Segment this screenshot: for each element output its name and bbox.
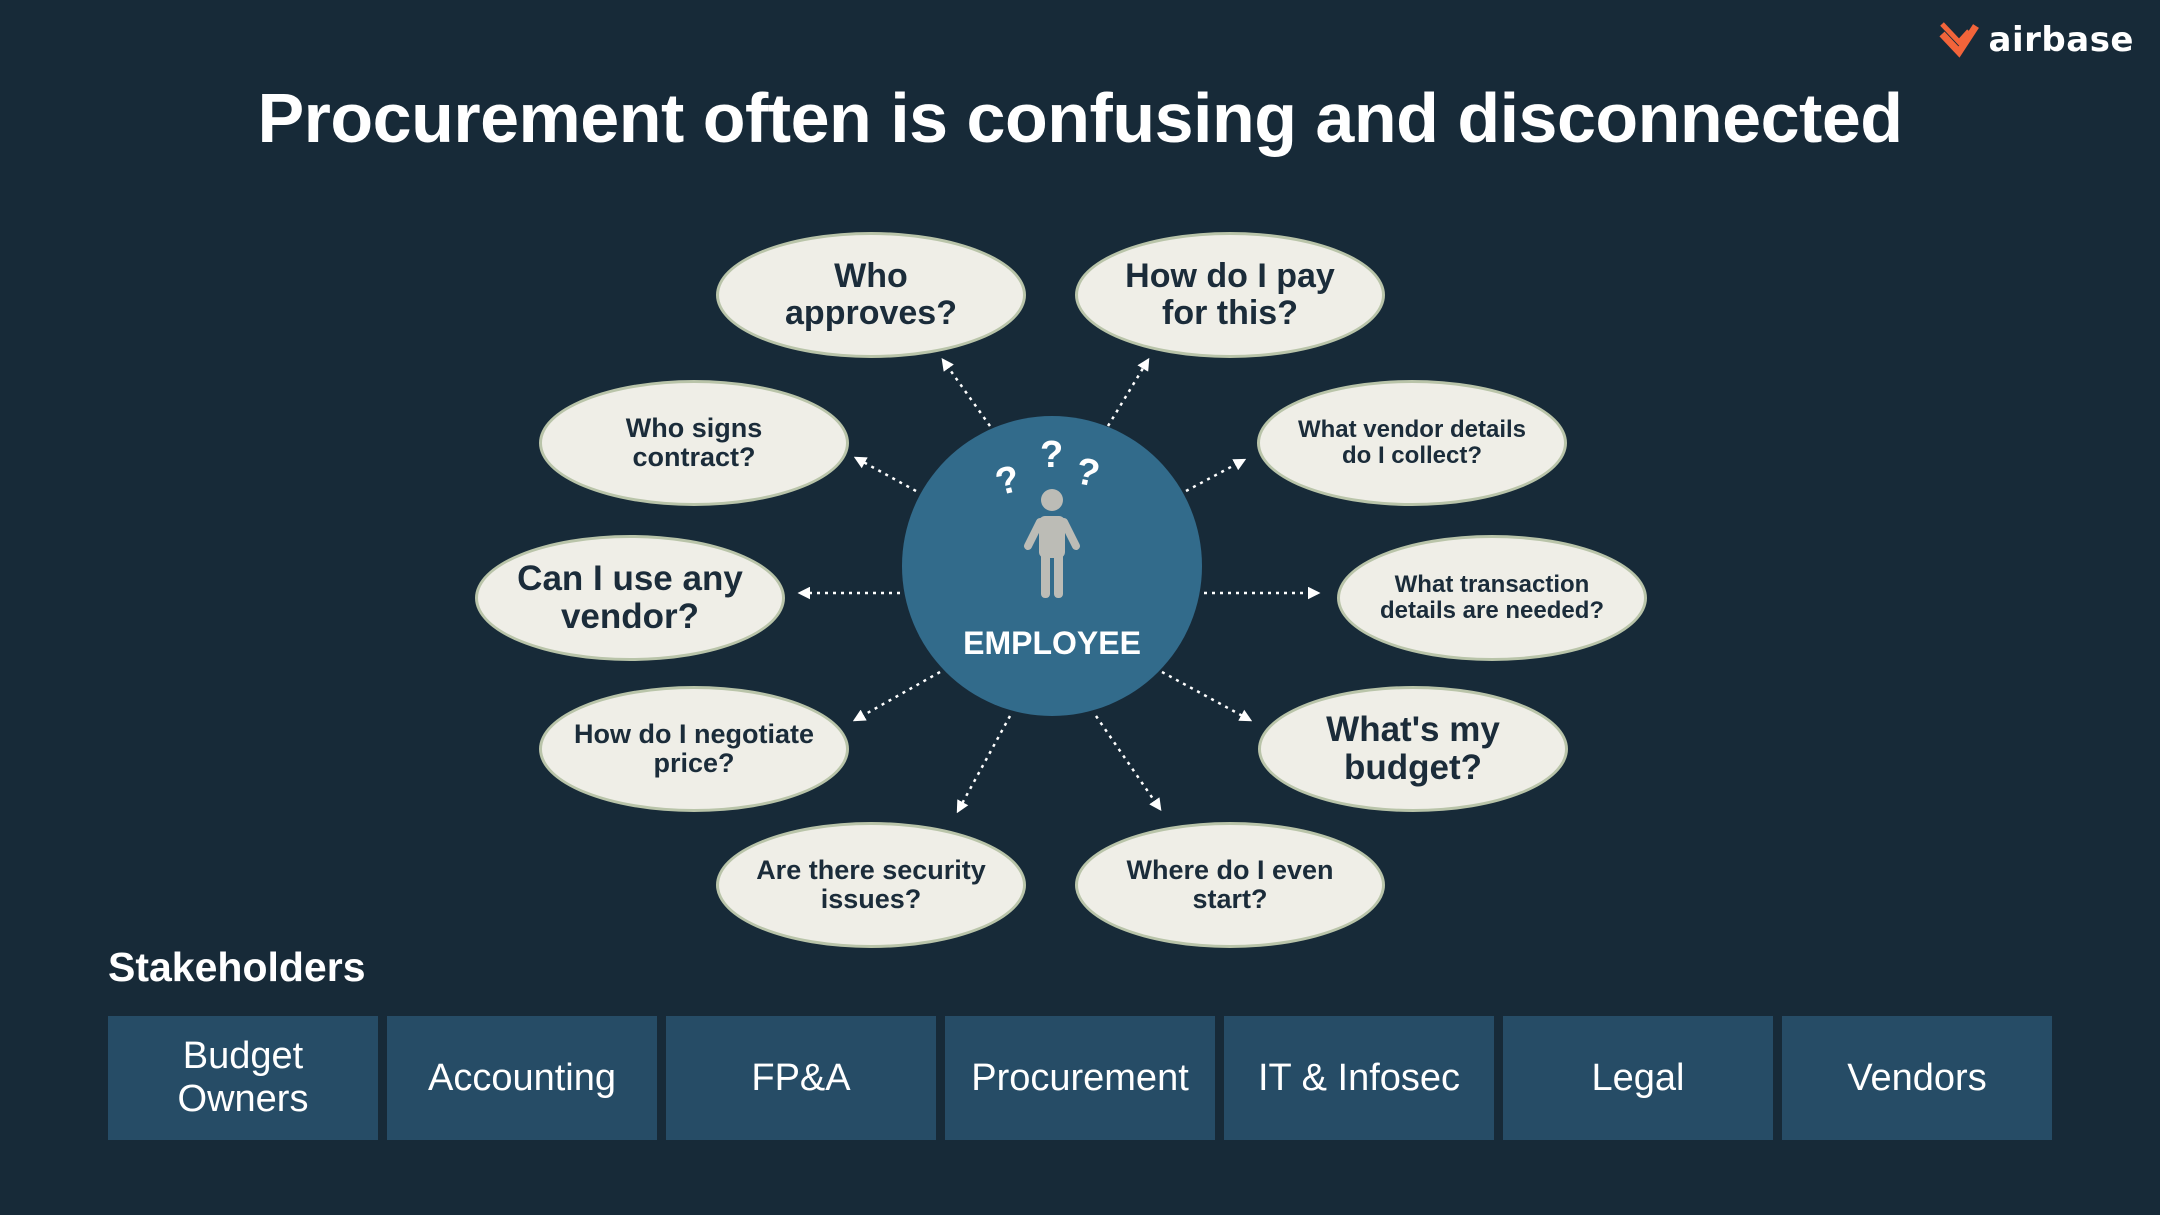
stakeholder-budget-owners: Budget Owners	[108, 1016, 378, 1140]
arrow-my-budget	[1161, 670, 1253, 722]
question-bubble-who-signs-contract: Who signs contract?	[539, 380, 849, 506]
stakeholder-vendors: Vendors	[1782, 1016, 2052, 1140]
arrow-how-do-i-pay	[1106, 357, 1150, 427]
stakeholder-procurement: Procurement	[945, 1016, 1215, 1140]
question-bubble-vendor-details: What vendor details do I collect?	[1257, 380, 1567, 506]
confused-person-icon	[1024, 489, 1080, 598]
arrow-security-issues	[956, 715, 1012, 814]
stakeholder-accounting: Accounting	[387, 1016, 657, 1140]
question-bubble-security-issues: Are there security issues?	[716, 822, 1026, 948]
stakeholder-it-infosec: IT & Infosec	[1224, 1016, 1494, 1140]
question-bubble-who-approves: Who approves?	[716, 232, 1026, 358]
stakeholders-heading: Stakeholders	[108, 944, 366, 990]
question-mark-left: ?	[991, 457, 1024, 505]
question-bubble-negotiate-price: How do I negotiate price?	[539, 686, 849, 812]
question-bubble-where-to-start: Where do I even start?	[1075, 822, 1385, 948]
airbase-logo-text: airbase	[1988, 20, 2134, 60]
airbase-logo-icon	[1939, 22, 1979, 58]
question-bubble-can-i-use-any-vendor: Can I use any vendor?	[475, 535, 785, 661]
arrow-where-to-start	[1094, 715, 1162, 812]
stakeholder-legal: Legal	[1503, 1016, 1773, 1140]
question-bubble-how-do-i-pay: How do I pay for this?	[1075, 232, 1385, 358]
stakeholders-row: Budget Owners Accounting FP&A Procuremen…	[108, 1016, 2052, 1140]
employee-circle: ? ? ? EMPLOYEE	[902, 416, 1202, 716]
employee-label: EMPLOYEE	[963, 625, 1141, 661]
arrow-negotiate-price	[852, 670, 941, 722]
question-bubble-transaction-details: What transaction details are needed?	[1337, 535, 1647, 661]
question-bubble-my-budget: What's my budget?	[1258, 686, 1568, 812]
question-mark-middle: ?	[1040, 434, 1064, 476]
arrow-vendor-details	[1185, 458, 1247, 493]
arrow-who-signs-contract	[853, 456, 917, 493]
slide-title: Procurement often is confusing and disco…	[257, 79, 1903, 157]
arrow-who-approves	[941, 357, 992, 427]
airbase-logo: airbase	[1939, 20, 2134, 60]
stakeholder-fpa: FP&A	[666, 1016, 936, 1140]
